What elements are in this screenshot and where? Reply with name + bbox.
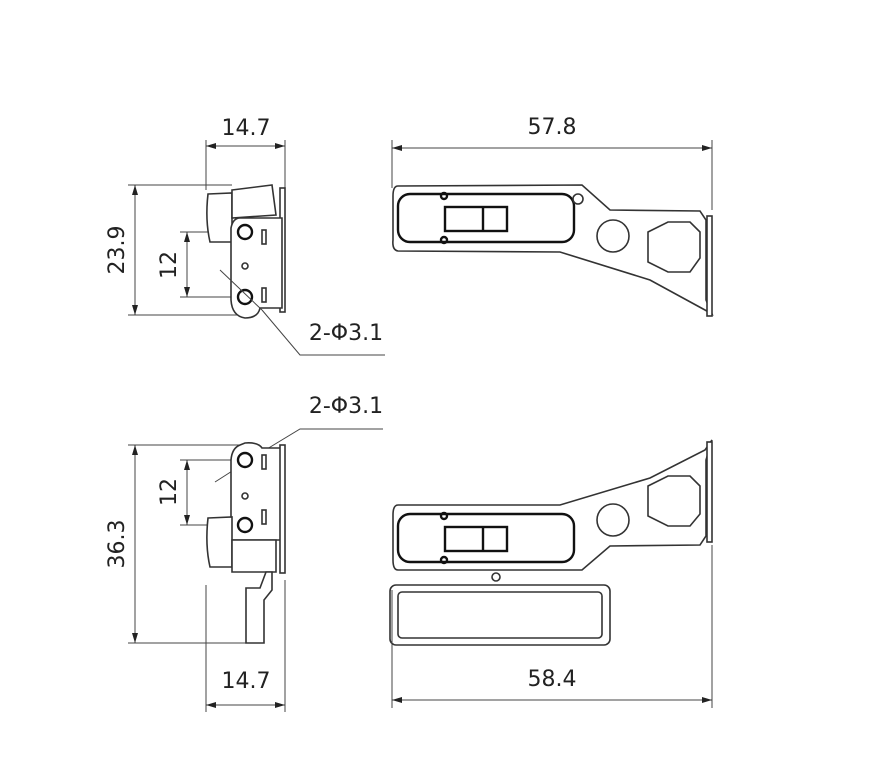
top-side-view: 14.7 23.9 12 2-Φ3.1 xyxy=(105,116,385,356)
bottom-front-view: 58.4 xyxy=(389,439,713,708)
bottom-side-view: 2-Φ3.1 36.3 12 14.7 xyxy=(105,394,383,712)
width-label: 14.7 xyxy=(222,116,271,141)
length-label: 57.8 xyxy=(528,115,577,140)
hole-spacing-label: 12 xyxy=(157,251,182,279)
hole-callout: 2-Φ3.1 xyxy=(309,394,383,419)
height-label: 36.3 xyxy=(105,520,130,569)
top-front-view: 57.8 xyxy=(391,115,714,317)
length-label: 58.4 xyxy=(528,667,577,692)
hole-callout: 2-Φ3.1 xyxy=(309,321,383,346)
hole-spacing-label: 12 xyxy=(157,478,182,506)
width-label: 14.7 xyxy=(222,669,271,694)
height-label: 23.9 xyxy=(105,226,130,275)
